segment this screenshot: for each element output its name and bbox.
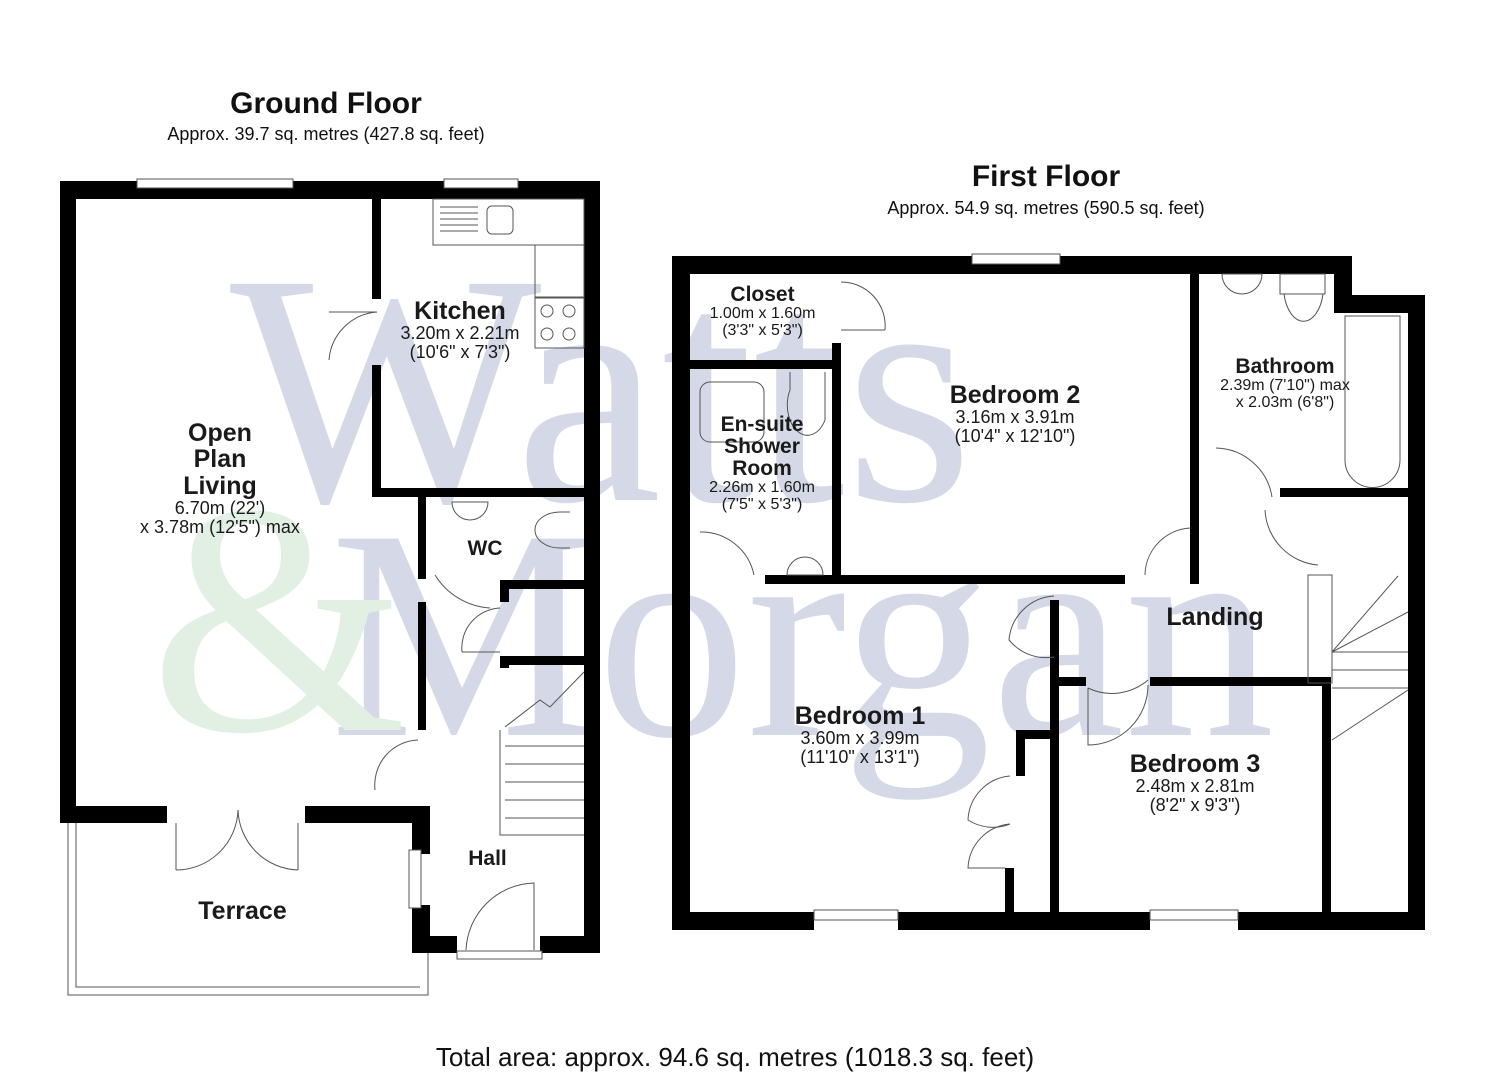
room-name: Shower bbox=[724, 435, 800, 459]
room-dims: 2.48m x 2.81m bbox=[1135, 776, 1255, 797]
first-floor-title: First Floor bbox=[971, 160, 1121, 193]
room-dims: (3'3" x 5'3") bbox=[722, 321, 803, 339]
room-dims: 3.60m x 3.99m bbox=[800, 728, 920, 749]
room-kitchen: Kitchen 3.20m x 2.21m (10'6" x 7'3") bbox=[370, 298, 550, 362]
room-name: Plan bbox=[193, 445, 247, 474]
room-wc: WC bbox=[450, 537, 520, 560]
room-name: Bathroom bbox=[1235, 355, 1335, 378]
room-ensuite-shower: En-suite Shower Room 2.26m x 1.60m (7'5"… bbox=[692, 413, 832, 514]
room-dims: 2.26m x 1.60m bbox=[709, 479, 815, 497]
ground-floor-title: Ground Floor bbox=[230, 87, 422, 120]
room-bathroom: Bathroom 2.39m (7'10") max x 2.03m (6'8"… bbox=[1205, 355, 1365, 412]
room-name: Bedroom 3 bbox=[1129, 750, 1261, 778]
total-area: Total area: approx. 94.6 sq. metres (101… bbox=[435, 1042, 1035, 1072]
room-dims: x 2.03m (6'8") bbox=[1235, 393, 1335, 411]
room-dims: 3.20m x 2.21m bbox=[400, 323, 520, 344]
room-dims: 6.70m (22') bbox=[174, 497, 266, 518]
room-name: Bedroom 2 bbox=[949, 381, 1081, 409]
room-dims: (7'5" x 5'3") bbox=[721, 495, 803, 513]
room-bedroom-1: Bedroom 1 3.60m x 3.99m (11'10" x 13'1") bbox=[760, 703, 960, 767]
room-closet: Closet 1.00m x 1.60m (3'3" x 5'3") bbox=[690, 283, 835, 340]
room-terrace: Terrace bbox=[170, 897, 315, 925]
room-dims: (8'2" x 9'3") bbox=[1149, 795, 1241, 816]
room-name: WC bbox=[467, 537, 503, 560]
room-dims: (10'4" x 12'10") bbox=[954, 426, 1076, 447]
room-name: Room bbox=[732, 457, 792, 481]
room-dims: 2.39m (7'10") max bbox=[1220, 377, 1350, 395]
room-name: Terrace bbox=[198, 897, 287, 925]
room-dims: 3.16m x 3.91m bbox=[955, 407, 1075, 428]
room-name: Kitchen bbox=[414, 297, 506, 325]
watermark-ampersand: & bbox=[150, 437, 407, 802]
room-dims: x 3.78m (12'5") max bbox=[140, 516, 300, 537]
first-floor-area: Approx. 54.9 sq. metres (590.5 sq. feet) bbox=[887, 198, 1205, 218]
room-bedroom-2: Bedroom 2 3.16m x 3.91m (10'4" x 12'10") bbox=[910, 382, 1120, 446]
room-landing: Landing bbox=[1150, 603, 1280, 631]
room-name: En-suite bbox=[720, 413, 804, 436]
room-name: Living bbox=[183, 471, 257, 500]
watermark-morgan: Morgan bbox=[330, 468, 1274, 801]
ground-floor-area: Approx. 39.7 sq. metres (427.8 sq. feet) bbox=[167, 124, 485, 144]
room-dims: (10'6" x 7'3") bbox=[409, 342, 511, 363]
room-name: Hall bbox=[468, 847, 507, 870]
room-name: Open bbox=[188, 419, 252, 447]
room-name: Bedroom 1 bbox=[794, 702, 926, 730]
room-open-plan-living: Open Plan Living 6.70m (22') x 3.78m (12… bbox=[100, 420, 340, 537]
room-name: Closet bbox=[730, 283, 795, 306]
room-dims: (11'10" x 13'1") bbox=[800, 747, 920, 768]
room-bedroom-3: Bedroom 3 2.48m x 2.81m (8'2" x 9'3") bbox=[1100, 751, 1290, 815]
room-hall: Hall bbox=[450, 847, 525, 870]
room-dims: 1.00m x 1.60m bbox=[709, 305, 816, 323]
room-name: Landing bbox=[1166, 603, 1264, 631]
